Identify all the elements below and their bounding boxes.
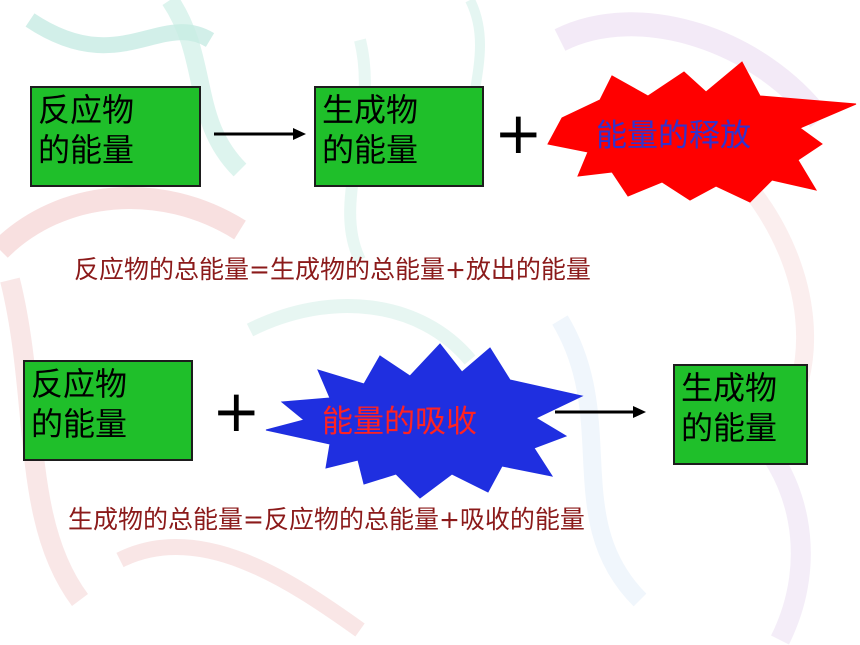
absorb-reactant-box: 反应物 的能量 [23,360,193,461]
release-product-label-line2: 的能量 [322,131,419,169]
absorb-equation: 生成物的总能量=反应物的总能量+吸收的能量 [68,505,585,534]
release-product-box: 生成物 的能量 [314,86,484,187]
absorb-reactant-label-line1: 反应物 [31,365,128,403]
absorb-burst-label: 能量的吸收 [322,404,477,440]
absorb-product-label-line1: 生成物 [681,369,778,407]
release-product-label-line1: 生成物 [322,91,419,129]
release-burst-label: 能量的释放 [596,118,751,154]
absorb-reactant-label-line2: 的能量 [31,405,128,443]
release-reactant-box: 反应物 的能量 [30,86,201,187]
absorb-product-label-line2: 的能量 [681,409,778,447]
absorb-product-box: 生成物 的能量 [673,364,808,465]
release-reactant-label-line2: 的能量 [38,131,135,169]
release-equation: 反应物的总能量=生成物的总能量+放出的能量 [74,255,591,284]
release-reactant-label-line1: 反应物 [38,91,135,129]
release-plus-sign: + [494,99,543,167]
absorb-plus-sign: + [212,377,261,445]
